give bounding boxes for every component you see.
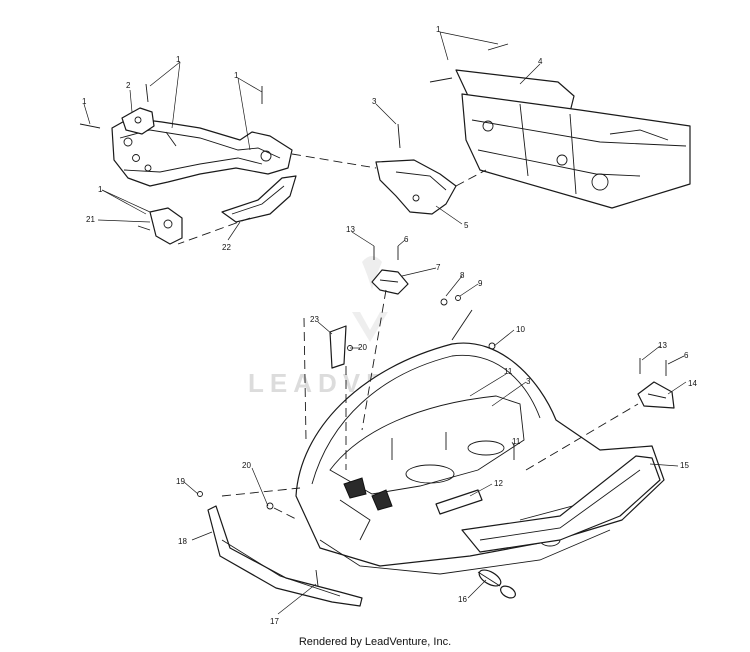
leader-lines	[83, 31, 687, 615]
callout-21: 21	[86, 215, 95, 224]
bumper-strip-18	[197, 491, 363, 607]
alignment-lines	[177, 153, 639, 521]
callout-11: 11	[512, 437, 521, 446]
callout-23: 23	[310, 315, 319, 324]
vent-part-14	[637, 358, 675, 409]
exploded-view-drawing: LEADVENTURE	[79, 25, 697, 626]
chassis-frame	[429, 43, 691, 209]
callout-16: 16	[458, 595, 467, 604]
callout-1: 1	[234, 71, 239, 80]
bracket-part-23	[329, 325, 353, 369]
callout-12: 12	[494, 479, 503, 488]
callout-17: 17	[270, 617, 279, 626]
callout-8: 8	[460, 271, 465, 280]
callout-14: 14	[688, 379, 697, 388]
callout-18: 18	[178, 537, 187, 546]
callout-3: 3	[372, 97, 377, 106]
callout-1: 1	[82, 97, 87, 106]
callout-13: 13	[658, 341, 667, 350]
vent-part-7	[371, 246, 461, 306]
callout-1: 1	[436, 25, 441, 34]
front-bracket-assembly	[79, 83, 297, 245]
side-panel-15	[461, 455, 661, 553]
callout-2: 2	[126, 81, 131, 90]
callout-13: 13	[346, 225, 355, 234]
watermark-logo	[352, 256, 388, 342]
callout-11: 11	[504, 367, 513, 376]
callout-1: 1	[176, 55, 181, 64]
callout-7: 7	[436, 263, 441, 272]
callout-1: 1	[98, 185, 103, 194]
center-bracket	[375, 123, 457, 215]
callout-3: 3	[526, 377, 531, 386]
callout-6: 6	[404, 235, 409, 244]
callout-20: 20	[358, 343, 367, 352]
footer-credit: Rendered by LeadVenture, Inc.	[298, 636, 452, 648]
callout-9: 9	[478, 279, 483, 288]
callout-15: 15	[680, 461, 689, 470]
callout-20: 20	[242, 461, 251, 470]
callout-4: 4	[538, 57, 543, 66]
callout-22: 22	[222, 243, 231, 252]
callout-6: 6	[684, 351, 689, 360]
callout-10: 10	[516, 325, 525, 334]
clip-part-16	[477, 569, 516, 599]
callout-labels: 1 2 1 1 1 21 22 3 1 4 5 13 6 7 8 9 23 20…	[82, 25, 697, 626]
callout-19: 19	[176, 477, 185, 486]
callout-5: 5	[464, 221, 469, 230]
